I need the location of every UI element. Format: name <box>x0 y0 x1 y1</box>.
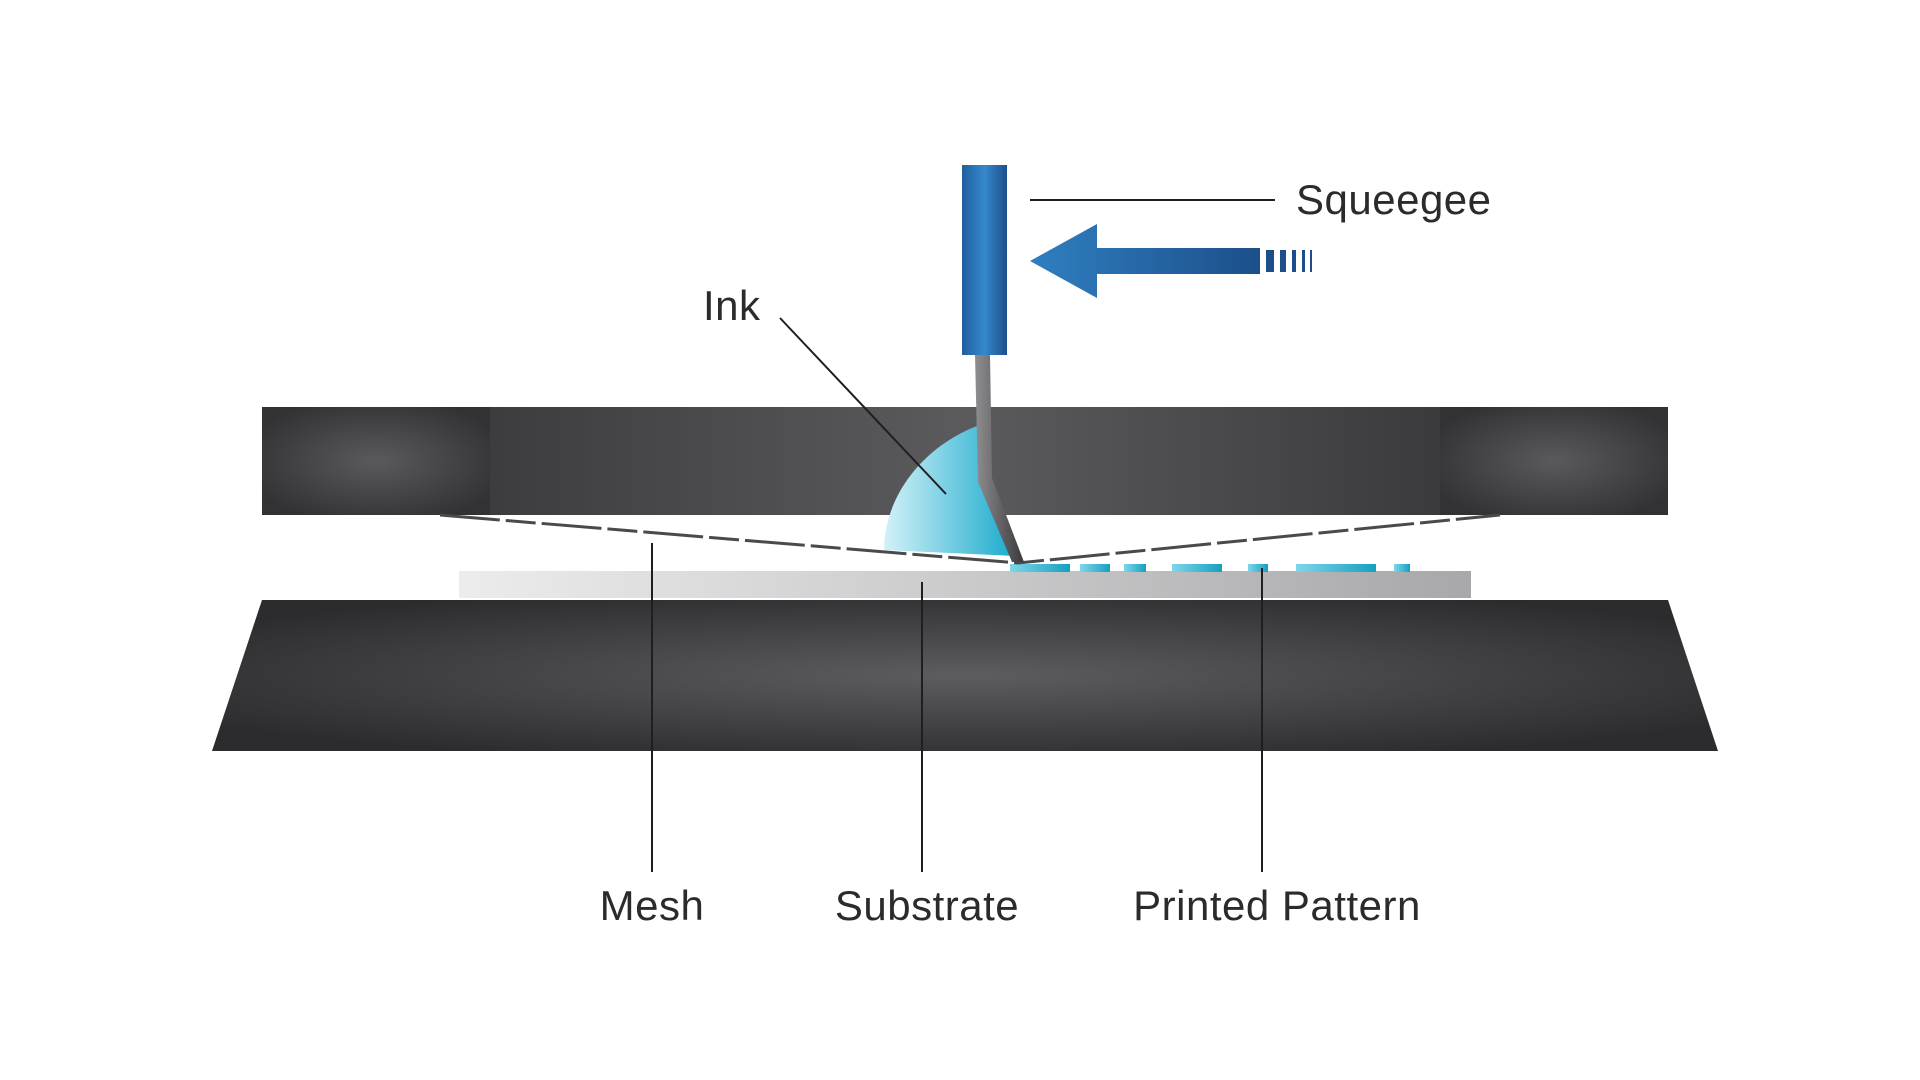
ink-leader-line <box>779 317 947 495</box>
pattern-segment <box>1124 564 1146 572</box>
screen-frame-right-end <box>1440 407 1668 515</box>
arrow-tail-dash <box>1280 250 1286 272</box>
mesh-line <box>439 513 1501 565</box>
printed-pattern <box>1010 564 1410 572</box>
pattern-segment <box>1296 564 1376 572</box>
arrow-tail-dash <box>1292 250 1296 272</box>
pattern-segment <box>1010 564 1070 572</box>
pattern-segment <box>1248 564 1268 572</box>
substrate <box>459 571 1471 598</box>
arrow-tail-dash <box>1302 250 1305 272</box>
mesh-label: Mesh <box>600 882 705 929</box>
squeegee-label: Squeegee <box>1296 176 1492 223</box>
ink-label: Ink <box>703 282 761 329</box>
arrow-tail-dash <box>1266 250 1274 272</box>
press-bed <box>212 600 1718 751</box>
screen-frame-left-end <box>262 407 490 515</box>
mesh <box>439 513 1501 565</box>
arrow-tail-dash <box>1310 250 1312 272</box>
arrow-body <box>1030 224 1260 298</box>
printed-pattern-label: Printed Pattern <box>1133 882 1421 929</box>
squeegee-handle <box>962 165 1007 355</box>
left-arrow-icon <box>1030 224 1312 298</box>
pattern-segment <box>1080 564 1110 572</box>
pattern-segment <box>1172 564 1222 572</box>
substrate-label: Substrate <box>835 882 1019 929</box>
squeegee-blade <box>975 355 1024 562</box>
pattern-segment <box>1394 564 1410 572</box>
